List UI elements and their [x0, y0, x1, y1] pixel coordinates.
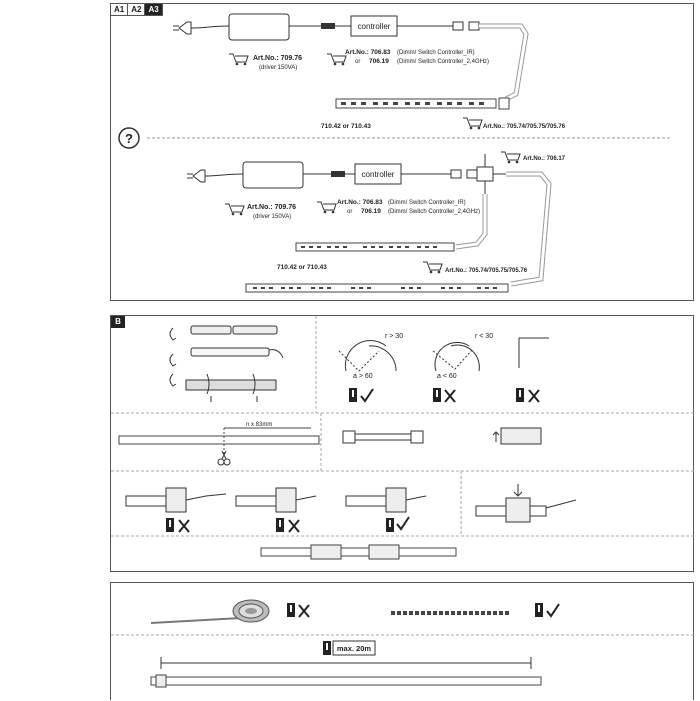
warning-icon	[516, 388, 524, 402]
ctrl-alt-top: 706.19	[369, 58, 389, 65]
connector-insertion-2	[235, 487, 317, 513]
cart-icon	[423, 261, 443, 274]
long-strip	[150, 674, 542, 688]
warning-icon	[386, 518, 394, 532]
cut-length-label: n x 83mm	[246, 422, 272, 428]
warning-icon	[349, 388, 357, 402]
strip-art-top: 710.42 or 710.43	[321, 123, 371, 130]
splitter-art: Art.No.: 706.17	[523, 156, 566, 162]
cross-icon	[298, 604, 310, 618]
sharp-corner	[518, 337, 549, 368]
driver-art-bottom: Art.No.: 709.76	[247, 204, 296, 211]
conn-art-top: Art.No.: 705.74/705.75/705.76	[483, 124, 566, 130]
connector-insertion-1	[125, 487, 227, 513]
plug-icon	[173, 21, 192, 35]
tab-a1[interactable]: A1	[111, 4, 129, 16]
connector-insertion-3	[345, 487, 427, 513]
section-label-b: B	[111, 316, 125, 328]
connector-pressed	[475, 484, 577, 523]
warning-icon	[287, 603, 295, 617]
cross-icon	[444, 389, 456, 403]
radius-ok-label: r > 30	[385, 333, 403, 340]
warning-icon	[166, 518, 174, 532]
cart-icon	[501, 151, 521, 164]
ctrl-ir-top: (Dimm/ Switch Controller_IR)	[397, 50, 475, 56]
bend-radius-ok	[338, 340, 397, 372]
ctrl-or-bottom: or	[347, 209, 352, 215]
ctrl-24-top: (Dimm/ Switch Controller_2,4GHz)	[397, 59, 489, 65]
question-icon	[118, 127, 140, 149]
ctrl-24-bottom: (Dimm/ Switch Controller_2,4GHz)	[388, 209, 480, 215]
cart-icon	[229, 53, 249, 66]
driver-desc-top: (driver 150VA)	[259, 65, 297, 71]
warning-icon	[276, 518, 284, 532]
panel-a-wiring: A1 A2 A3 controller Art.No.: 709.76 (dri…	[110, 3, 694, 301]
ctrl-ir-bottom: (Dimm/ Switch Controller_IR)	[388, 200, 466, 206]
cart-icon	[225, 203, 245, 216]
controller-label-bottom: controller	[362, 170, 395, 179]
conn-art-bottom: Art.No.: 705.74/705.75/705.76	[445, 268, 528, 274]
check-icon	[396, 516, 410, 531]
check-icon	[360, 388, 374, 403]
radius-bad-label: r < 30	[475, 333, 493, 340]
led-strip-lower	[245, 283, 509, 293]
cut-strip	[118, 427, 320, 456]
cart-icon	[463, 117, 483, 130]
controller-label-top: controller	[358, 22, 391, 31]
plug-icon	[187, 169, 206, 183]
warning-icon	[535, 603, 543, 617]
cart-icon	[327, 53, 347, 66]
warning-icon	[433, 388, 441, 402]
led-strip-top	[335, 97, 510, 110]
joined-strip	[260, 544, 457, 560]
tab-bar: A1 A2 A3	[111, 4, 163, 16]
splitter-connector	[476, 154, 506, 194]
panel-b-diagram: r > 30 a > 60 r < 30 a < 60 n x 83mm	[111, 316, 695, 560]
bend-radius-bad	[432, 341, 480, 372]
scissors-icon	[217, 450, 231, 466]
warning-icon	[323, 641, 331, 655]
length-dimension	[160, 657, 532, 669]
panel-c-diagram: max. 20m	[111, 599, 695, 688]
ctrl-art-bottom: Art.No.: 706.83	[337, 199, 383, 206]
check-icon	[546, 603, 560, 618]
driver-art-top: Art.No.: 709.76	[253, 55, 302, 62]
strip-art-bottom: 710.42 or 710.43	[277, 264, 327, 271]
coiled-strip	[150, 599, 270, 624]
question-mark: ?	[125, 131, 133, 146]
led-strip-middle	[295, 242, 455, 252]
driver-box-bottom	[242, 161, 304, 189]
panel-a-diagram: controller Art.No.: 709.76 (driver 150VA…	[118, 13, 671, 293]
cross-icon	[178, 519, 190, 533]
panel-c-usage: max. 20m	[110, 582, 695, 700]
tab-a3[interactable]: A3	[145, 4, 163, 16]
angle-ok-label: a > 60	[353, 373, 373, 380]
peel-tape-illustration	[169, 325, 284, 402]
cross-icon	[288, 519, 300, 533]
cart-icon	[317, 201, 337, 214]
panel-b-installation: B r > 30 a > 60	[110, 315, 695, 572]
connector-open	[342, 427, 542, 445]
driver-box	[228, 13, 290, 41]
ctrl-or-top: or	[355, 59, 360, 65]
angle-bad-label: a < 60	[437, 373, 457, 380]
ctrl-alt-bottom: 706.19	[361, 208, 381, 215]
driver-desc-bottom: (driver 150VA)	[253, 214, 291, 220]
cross-icon	[528, 389, 540, 403]
max-length-label: max. 20m	[337, 644, 372, 653]
tab-a2[interactable]: A2	[128, 4, 146, 16]
ctrl-art-top: Art.No.: 706.83	[345, 49, 391, 56]
